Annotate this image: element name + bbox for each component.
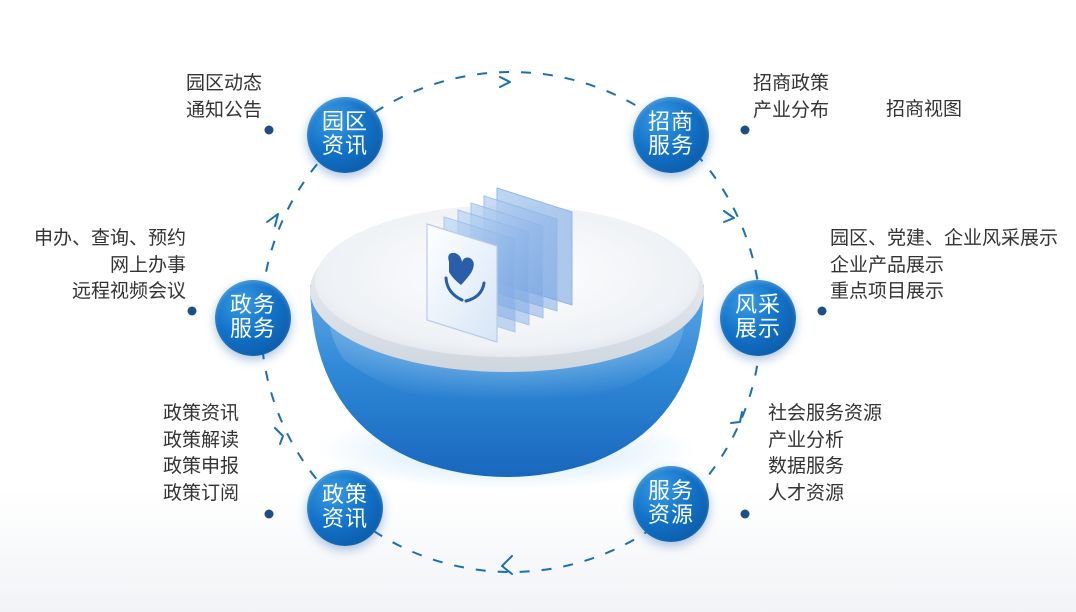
- labels-park-news: 园区动态 通知公告: [186, 70, 262, 123]
- label-item: 数据服务: [768, 455, 845, 477]
- label-item: 政策订阅: [163, 481, 240, 504]
- heart-hands-icon: [444, 252, 486, 303]
- label-item: 重点项目展示: [830, 280, 945, 302]
- arrow-icon: [499, 76, 511, 88]
- labels-showcase: 园区、党建、企业风采展示 企业产品展示 重点项目展示: [830, 225, 1058, 305]
- node-resource-service[interactable]: 服务资源: [633, 466, 709, 542]
- label-item: 人才资源: [768, 481, 845, 504]
- label-item: 社会服务资源: [768, 402, 883, 424]
- arrow-icon: [730, 411, 743, 424]
- arrow-icon: [501, 555, 513, 575]
- label-item: 园区动态: [185, 72, 262, 94]
- label-item: 产业分析: [768, 428, 845, 451]
- label-item: 申办、查询、预约: [33, 227, 186, 249]
- panel-stack: [426, 187, 573, 343]
- label-investment-view: 招商视图: [886, 98, 963, 120]
- arrow-icon: [274, 427, 284, 445]
- arrow-icon: [723, 210, 735, 223]
- label-item: 产业分布: [753, 98, 830, 121]
- arrow-icon: [266, 213, 279, 227]
- node-investment-service[interactable]: 招商服务: [633, 97, 709, 173]
- node-gov-service[interactable]: 政务服务: [215, 280, 291, 356]
- label-item: 招商政策: [753, 72, 830, 94]
- labels-gov-service: 申办、查询、预约 网上办事 远程视频会议: [34, 225, 186, 305]
- label-item: 远程视频会议: [71, 280, 186, 302]
- label-item: 网上办事: [109, 253, 186, 276]
- label-item: 园区、党建、企业风采展示: [830, 227, 1059, 249]
- labels-investment-service: 招商政策 产业分布: [753, 70, 829, 123]
- label-item: 政策申报: [163, 455, 240, 477]
- node-showcase[interactable]: 风采展示: [720, 280, 796, 356]
- label-item: 企业产品展示: [830, 253, 945, 276]
- label-item: 通知公告: [185, 98, 262, 121]
- label-item: 政策资讯: [163, 402, 240, 424]
- node-policy-news[interactable]: 政策资讯: [307, 470, 383, 546]
- node-park-news[interactable]: 园区资讯: [307, 97, 383, 173]
- connector-lines: [0, 125, 1060, 519]
- labels-resource-service: 社会服务资源 产业分析 数据服务 人才资源: [768, 400, 882, 506]
- label-item: 政策解读: [163, 428, 240, 451]
- labels-policy-news: 政策资讯 政策解读 政策申报 政策订阅: [163, 400, 239, 506]
